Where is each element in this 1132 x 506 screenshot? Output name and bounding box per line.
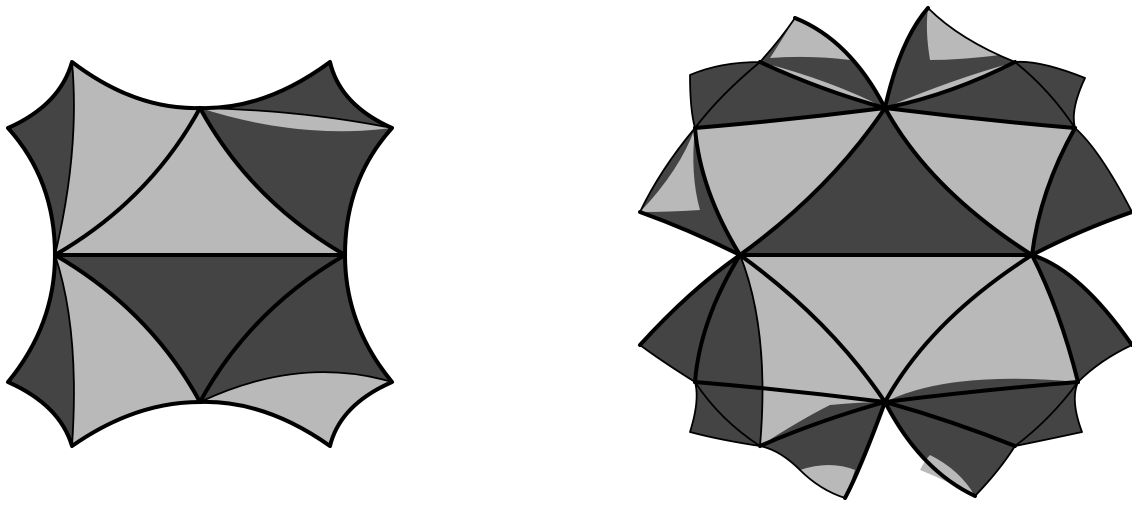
left-tiling-figure bbox=[8, 62, 392, 446]
right-tiling-figure bbox=[640, 8, 1132, 498]
right-top-petal-right-tip bbox=[927, 8, 1000, 60]
